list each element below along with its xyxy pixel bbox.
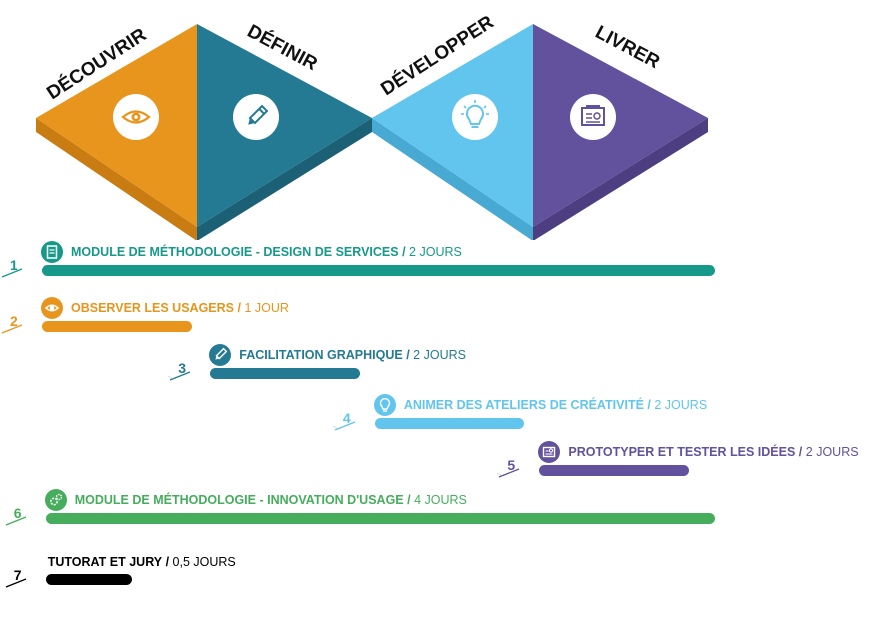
- module-slash: [497, 468, 520, 478]
- module-slash: [168, 371, 191, 381]
- module-slash: [5, 578, 26, 588]
- module-number: 1: [10, 257, 18, 273]
- module-title: FACILITATION GRAPHIQUE: [239, 348, 403, 362]
- phase-3-face: [372, 24, 533, 227]
- phase-2-shade: [197, 118, 372, 240]
- module-bar: [42, 321, 192, 332]
- design-process-diagram: DÉCOUVRIR DÉFINIR DÉVELOPPER LIVRER: [0, 11, 892, 588]
- module-separator: /: [647, 398, 651, 412]
- module-bar: [45, 574, 132, 585]
- module-label: FACILITATION GRAPHIQUE / 2 JOURS: [239, 346, 466, 364]
- phase-3-shade: [372, 118, 533, 240]
- phase-1-shade: [36, 118, 197, 240]
- module-row-2: 2 OBSERVER LES USAGERS / 1 JOUR: [0, 297, 892, 369]
- module-title: ANIMER DES ATELIERS DE CRÉATIVITÉ: [403, 398, 648, 412]
- pencil-icon: [209, 344, 232, 366]
- pencil-icon: [233, 94, 279, 140]
- phase-4-shade: [533, 118, 708, 240]
- module-bar: [45, 513, 716, 524]
- module-label: PROTOTYPER ET TESTER LES IDÉES / 2 JOURS: [568, 443, 858, 461]
- module-number: 7: [13, 567, 22, 583]
- eye-icon: [41, 297, 63, 319]
- module-bar: [374, 418, 525, 429]
- module-number: 6: [13, 505, 22, 521]
- module-bar: [42, 265, 716, 276]
- module-slash: [332, 421, 356, 431]
- module-separator: /: [165, 555, 170, 569]
- eye-icon: [113, 94, 159, 140]
- module-number: 2: [10, 313, 18, 329]
- module-row-1: 1 MODULE DE MÉTHODOLOGIE - DESIGN DE SERV…: [0, 241, 892, 313]
- module-title: MODULE DE MÉTHODOLOGIE - DESIGN DE SERVI…: [71, 245, 399, 259]
- double-diamond: DÉCOUVRIR DÉFINIR DÉVELOPPER LIVRER: [36, 11, 708, 240]
- module-number: 5: [507, 457, 516, 473]
- module-duration: 4 JOURS: [414, 493, 467, 507]
- module-label: MODULE DE MÉTHODOLOGIE - INNOVATION D'US…: [75, 491, 467, 509]
- module-separator: /: [237, 301, 241, 315]
- module-label: ANIMER DES ATELIERS DE CRÉATIVITÉ / 2 JO…: [404, 396, 707, 414]
- module-duration: 2 JOURS: [805, 445, 859, 459]
- module-duration: 2 JOURS: [409, 245, 462, 259]
- gears-icon: [44, 489, 67, 511]
- module-row-4: 4 ANIMER DES ATELIERS DE CRÉATIVITÉ / 2 J…: [0, 394, 892, 466]
- module-separator: /: [402, 245, 406, 259]
- phase-2-face: [197, 24, 372, 227]
- module-title: PROTOTYPER ET TESTER LES IDÉES: [568, 445, 796, 459]
- module-slash: [5, 516, 26, 526]
- module-row-3: 3 FACILITATION GRAPHIQUE / 2 JOURS: [0, 344, 892, 416]
- module-separator: /: [407, 493, 411, 507]
- module-separator: /: [798, 445, 803, 459]
- module-bar: [210, 368, 360, 379]
- module-number: 3: [178, 360, 187, 376]
- module-label: TUTORAT ET JURY / 0,5 JOURS: [48, 553, 236, 571]
- module-separator: /: [406, 348, 410, 362]
- module-label: MODULE DE MÉTHODOLOGIE - DESIGN DE SERVI…: [71, 243, 462, 261]
- module-title: MODULE DE MÉTHODOLOGIE - INNOVATION D'US…: [74, 493, 404, 507]
- module-row-6: 6 MODULE DE MÉTHODOLOGIE - INNOVATION D'U…: [0, 489, 892, 561]
- module-number: 4: [342, 410, 351, 426]
- module-bar: [539, 465, 689, 476]
- module-slash: [1, 324, 23, 334]
- module-duration: 2 JOURS: [413, 348, 466, 362]
- document-icon: [41, 241, 63, 263]
- module-duration: 0,5 JOURS: [172, 555, 236, 569]
- module-row-7: 7 TUTORAT ET JURY / 0,5 JOURS: [0, 553, 892, 623]
- phase-4-face: [533, 24, 708, 227]
- blueprint-icon: [538, 441, 561, 463]
- module-slash: [1, 268, 23, 278]
- module-row-5: 5 PROTOTYPER ET TESTER LES IDÉES / 2 JOUR…: [0, 441, 892, 513]
- module-title: TUTORAT ET JURY: [47, 555, 163, 569]
- module-label: OBSERVER LES USAGERS / 1 JOUR: [71, 299, 289, 317]
- lightbulb-icon: [452, 94, 498, 140]
- blueprint-icon: [570, 94, 616, 140]
- module-duration: 1 JOUR: [244, 301, 289, 315]
- lightbulb-icon: [373, 394, 396, 416]
- module-title: OBSERVER LES USAGERS: [71, 301, 235, 315]
- module-duration: 2 JOURS: [654, 398, 708, 412]
